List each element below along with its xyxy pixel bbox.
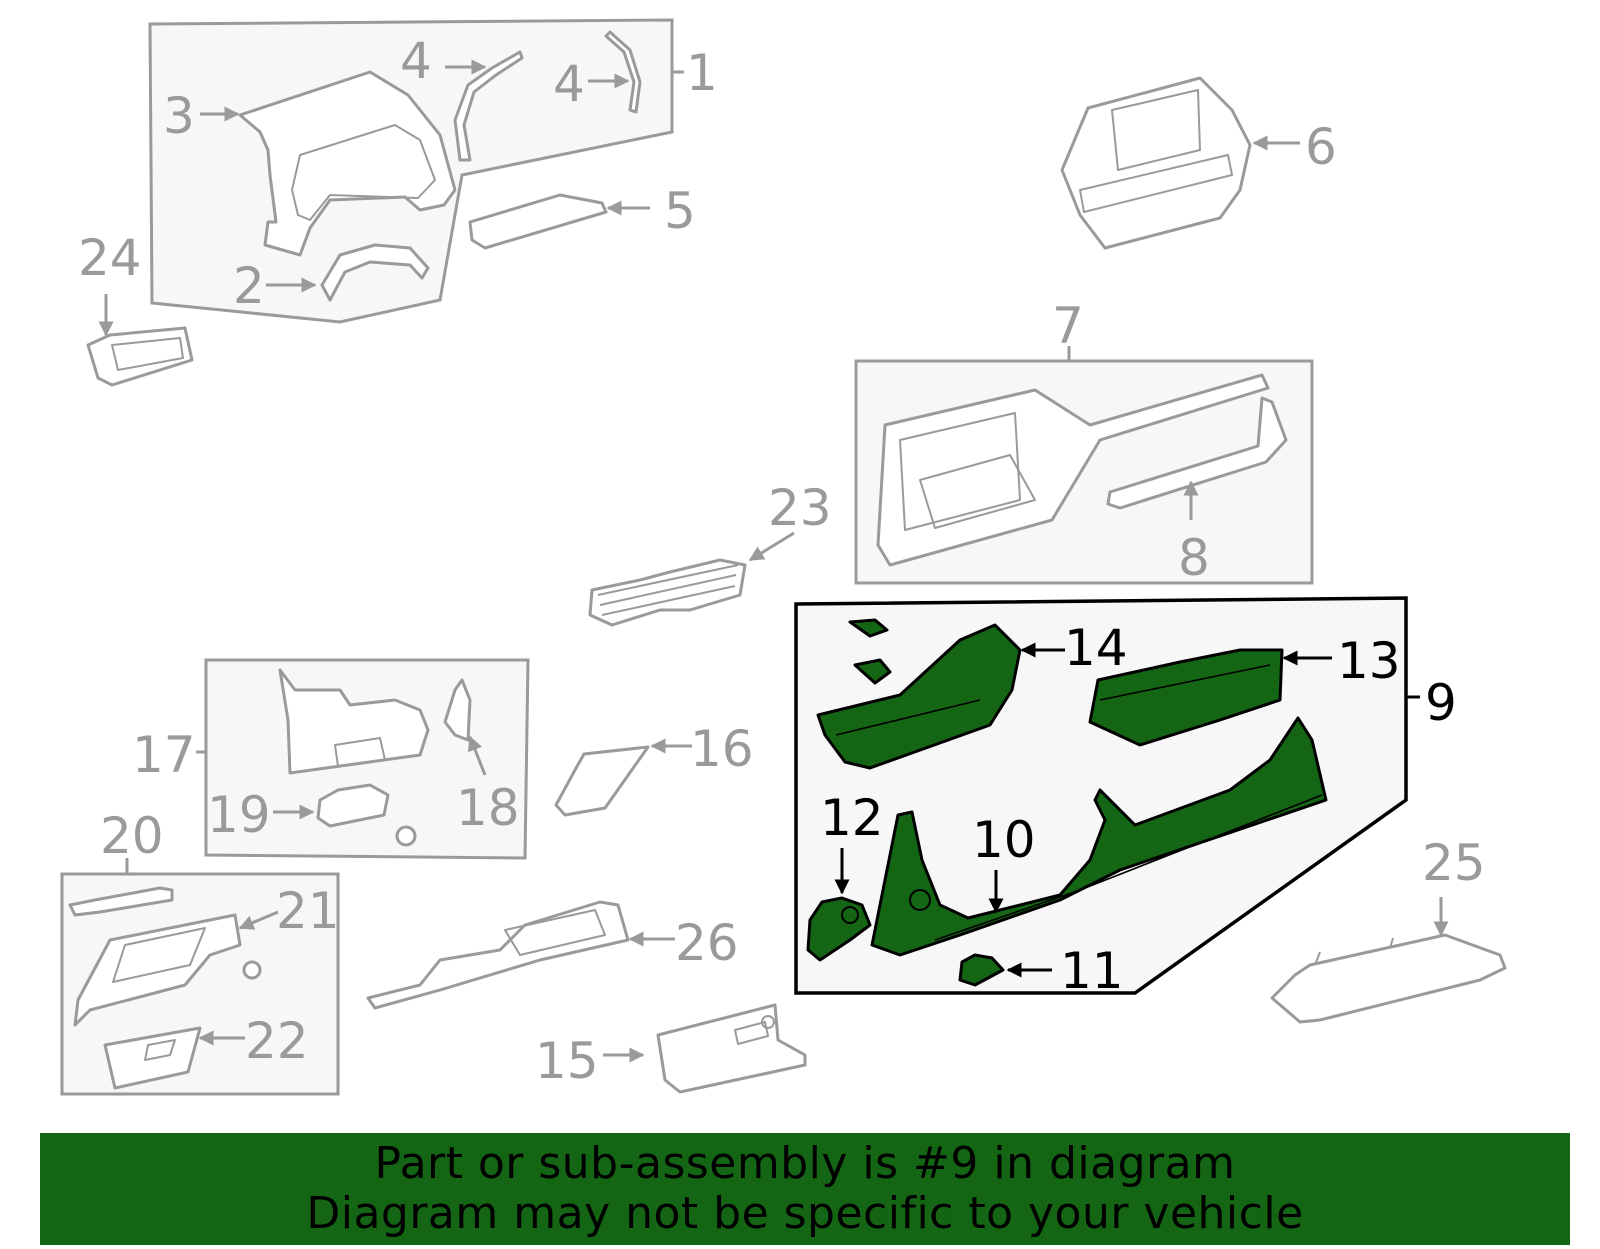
callout-25[interactable]: 25 — [1422, 834, 1486, 892]
part-11-clip[interactable]: 11 — [958, 942, 1124, 1000]
part-22-handle[interactable]: 22 — [103, 1012, 309, 1090]
part-4-seal-left[interactable]: 4 — [400, 32, 524, 162]
part-2-lower-trim[interactable]: 2 — [233, 243, 430, 315]
part-6-display-bezel[interactable]: 6 — [1060, 76, 1337, 250]
callout-15[interactable]: 15 — [535, 1032, 599, 1090]
callout-6[interactable]: 6 — [1305, 118, 1337, 176]
part-7-dashboard-frame[interactable] — [876, 373, 1270, 567]
part-17-knee-panel[interactable] — [278, 668, 430, 775]
callout-8[interactable]: 8 — [1178, 529, 1210, 587]
notice-banner: Part or sub-assembly is #9 in diagram Di… — [40, 1133, 1570, 1245]
notice-line-part: Part or sub-assembly is #9 in diagram — [374, 1138, 1236, 1189]
part-16-side-trim[interactable]: 16 — [554, 720, 754, 817]
part-25-lower-panel[interactable]: 25 — [1270, 834, 1507, 1024]
callout-3[interactable]: 3 — [163, 87, 195, 145]
part-14-upper-trim[interactable]: 14 — [816, 618, 1128, 770]
callout-4a[interactable]: 4 — [400, 32, 432, 90]
callout-26[interactable]: 26 — [675, 914, 739, 972]
part-8-trim-strip[interactable]: 8 — [1106, 396, 1288, 587]
part-18-clip[interactable]: 18 — [443, 678, 520, 837]
callout-19[interactable]: 19 — [207, 786, 271, 844]
callout-20[interactable]: 20 — [100, 807, 164, 865]
part-4-seal-right[interactable]: 4 — [553, 30, 642, 114]
callout-11[interactable]: 11 — [1060, 942, 1124, 1000]
part-12-switch-bracket[interactable]: 12 — [806, 789, 884, 962]
callout-14[interactable]: 14 — [1064, 619, 1128, 677]
part-20-damper-rod[interactable] — [68, 886, 174, 917]
part-26-bracket[interactable]: 26 — [366, 900, 739, 1010]
callout-2[interactable]: 2 — [233, 257, 265, 315]
callout-21[interactable]: 21 — [276, 882, 340, 940]
part-23-air-vent[interactable]: 23 — [588, 479, 832, 627]
callout-9[interactable]: 9 — [1425, 674, 1457, 732]
callout-16[interactable]: 16 — [690, 720, 754, 778]
callout-4b[interactable]: 4 — [553, 55, 585, 113]
part-19-latch[interactable]: 19 — [207, 783, 417, 847]
callout-18[interactable]: 18 — [456, 779, 520, 837]
callout-22[interactable]: 22 — [245, 1012, 309, 1070]
callout-24[interactable]: 24 — [78, 229, 142, 287]
callout-1[interactable]: 1 — [686, 44, 718, 102]
notice-line-disclaimer: Diagram may not be specific to your vehi… — [306, 1188, 1304, 1239]
part-10-lower-trim[interactable]: 10 — [870, 716, 1328, 957]
callout-7[interactable]: 7 — [1052, 297, 1084, 355]
callout-13[interactable]: 13 — [1337, 632, 1401, 690]
part-21-glove-box-door[interactable]: 21 — [73, 882, 340, 1027]
callout-10[interactable]: 10 — [972, 811, 1036, 869]
part-13-upper-trim-right[interactable]: 13 — [1088, 632, 1401, 747]
part-15-switch-panel[interactable]: 15 — [535, 1003, 807, 1094]
part-3-cluster-hood[interactable]: 3 — [163, 70, 457, 257]
part-24-vent[interactable]: 24 — [78, 229, 194, 387]
callout-17[interactable]: 17 — [132, 726, 196, 784]
callout-12[interactable]: 12 — [820, 789, 884, 847]
callout-5[interactable]: 5 — [664, 182, 696, 240]
callout-23[interactable]: 23 — [768, 479, 832, 537]
part-5-trim-panel[interactable]: 5 — [468, 182, 696, 250]
